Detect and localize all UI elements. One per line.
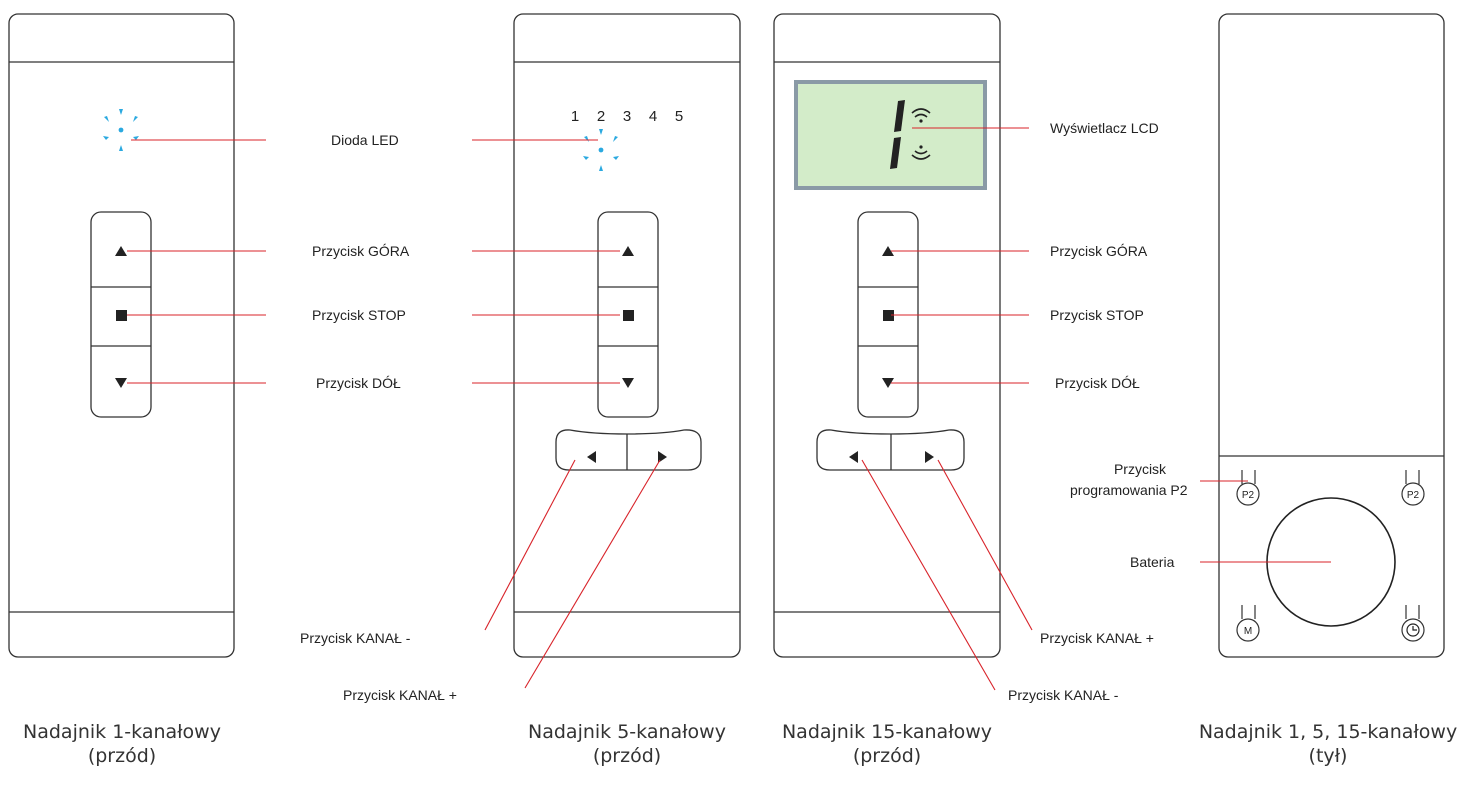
caption-remote-back: Nadajnik 1, 5, 15-kanałowy (tył) <box>1180 720 1476 768</box>
lcd-digit <box>890 100 905 169</box>
m-label: M <box>1244 626 1252 637</box>
caption-line2: (przód) <box>87 745 157 767</box>
channel-number: 4 <box>649 108 657 125</box>
triangle-up-icon <box>115 246 127 256</box>
p2-label: P2 <box>1407 490 1420 501</box>
square-stop-icon <box>623 310 634 321</box>
label-battery: Bateria <box>1130 554 1175 570</box>
triangle-up-icon <box>622 246 634 256</box>
caption-remote-15ch: Nadajnik 15-kanałowy (przód) <box>757 720 1017 768</box>
label-up-button: Przycisk GÓRA <box>312 243 410 259</box>
triangle-left-icon <box>587 451 596 463</box>
triangle-down-icon <box>622 378 634 388</box>
triangle-left-icon <box>849 451 858 463</box>
label-p2-line2: programowania P2 <box>1070 482 1188 498</box>
remote-back: P2 P2 M <box>1218 13 1445 658</box>
channel-number: 2 <box>597 108 605 125</box>
caption-remote-1ch: Nadajnik 1-kanałowy (przód) <box>2 720 242 768</box>
p2-button-left <box>1236 470 1260 506</box>
channel-numbers: 1 2 3 4 5 <box>571 108 683 125</box>
triangle-down-icon <box>115 378 127 388</box>
remote-5ch-front: 1 2 3 4 5 <box>513 13 741 658</box>
square-stop-icon <box>116 310 127 321</box>
remote-15ch-front <box>773 13 1001 658</box>
label-stop-button: Przycisk STOP <box>1050 307 1144 323</box>
caption-remote-5ch: Nadajnik 5-kanałowy (przód) <box>502 720 752 768</box>
triangle-up-icon <box>882 246 894 256</box>
square-stop-icon <box>883 310 894 321</box>
label-up-button: Przycisk GÓRA <box>1050 243 1148 259</box>
triangle-right-icon <box>658 451 667 463</box>
p2-button-right <box>1401 470 1425 506</box>
p2-label: P2 <box>1242 490 1255 501</box>
label-stop-button: Przycisk STOP <box>312 307 406 323</box>
clock-icon <box>1406 623 1420 637</box>
radio-waves-icon <box>911 108 931 160</box>
label-led: Dioda LED <box>331 132 399 148</box>
channel-number: 1 <box>571 108 579 125</box>
caption-line2: (przód) <box>852 745 922 767</box>
label-channel-minus: Przycisk KANAŁ - <box>1008 687 1119 703</box>
label-p2-line1: Przycisk <box>1113 461 1167 477</box>
label-down-button: Przycisk DÓŁ <box>316 375 401 391</box>
leader-lines <box>127 127 1331 691</box>
caption-line1: Nadajnik 1, 5, 15-kanałowy <box>1198 721 1458 743</box>
caption-line1: Nadajnik 15-kanałowy <box>781 721 993 743</box>
channel-rocker <box>555 429 702 471</box>
triangle-down-icon <box>882 378 894 388</box>
label-lcd: Wyświetlacz LCD <box>1050 120 1159 136</box>
channel-number: 5 <box>675 108 683 125</box>
channel-number: 3 <box>623 108 631 125</box>
remote-1ch-front <box>8 13 235 658</box>
caption-line1: Nadajnik 5-kanałowy <box>528 721 726 743</box>
label-channel-minus: Przycisk KANAŁ - <box>300 630 411 646</box>
label-channel-plus: Przycisk KANAŁ + <box>343 687 457 703</box>
caption-line2: (tył) <box>1308 745 1348 767</box>
label-channel-plus: Przycisk KANAŁ + <box>1040 630 1154 646</box>
caption-line1: Nadajnik 1-kanałowy <box>23 721 221 743</box>
triangle-right-icon <box>925 451 934 463</box>
label-down-button: Przycisk DÓŁ <box>1055 375 1140 391</box>
lcd-display <box>794 80 987 190</box>
m-button <box>1236 605 1260 642</box>
caption-line2: (przód) <box>592 745 662 767</box>
